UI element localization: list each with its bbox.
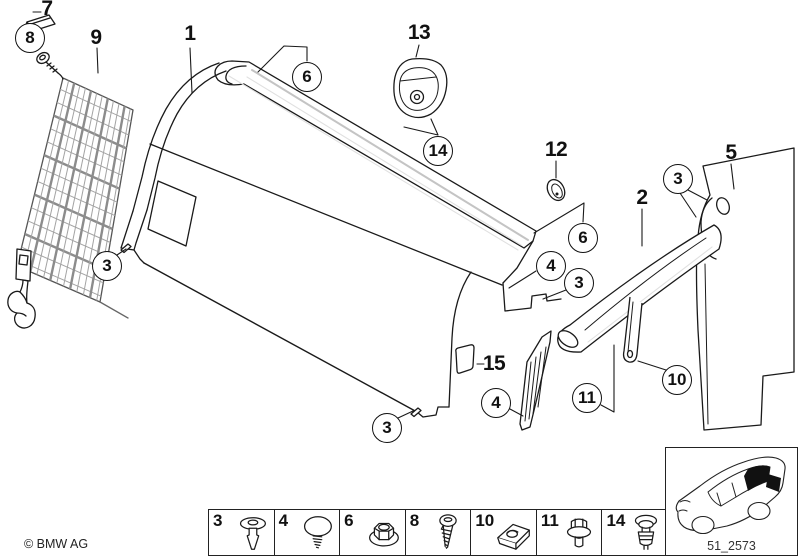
callout-4[interactable]: 4: [536, 251, 566, 281]
part-label-15[interactable]: 15: [482, 352, 506, 375]
car-location-thumbnail: 51_2573: [665, 447, 798, 556]
expansion-rivet-icon: [634, 514, 658, 550]
legend-number: 4: [278, 511, 289, 530]
screw-icon: [439, 513, 458, 549]
part-label-13[interactable]: 13: [407, 21, 431, 44]
part-screw-8: [36, 51, 64, 80]
part-bracket-13: [393, 57, 448, 119]
legend-item-6[interactable]: 6: [339, 510, 405, 555]
car-icon: [675, 456, 786, 535]
legend-item-4[interactable]: 4: [273, 510, 340, 555]
legend-number: 8: [409, 511, 420, 530]
dome-clip-icon: [304, 515, 333, 548]
part-mounting-rail: [519, 224, 722, 431]
drawing-code: 51_2573: [707, 539, 756, 553]
hex-bolt-icon: [567, 518, 592, 547]
callout-3[interactable]: 3: [372, 413, 402, 443]
callout-4[interactable]: 4: [481, 388, 511, 418]
legend-item-10[interactable]: 10: [470, 510, 536, 555]
legend-number: 10: [475, 511, 495, 530]
copyright-note: © BMW AG: [24, 537, 89, 551]
legend-item-3[interactable]: 3: [209, 510, 274, 555]
callout-10[interactable]: 10: [662, 365, 692, 395]
part-label-9[interactable]: 9: [90, 26, 102, 49]
legend-number: 3: [213, 511, 223, 530]
legend-number: 6: [344, 511, 354, 530]
callout-3[interactable]: 3: [663, 164, 693, 194]
callout-8[interactable]: 8: [15, 23, 45, 53]
flange-nut-icon: [368, 522, 399, 547]
callout-3[interactable]: 3: [92, 251, 122, 281]
callout-6[interactable]: 6: [292, 62, 322, 92]
clip-rivet-icon: [239, 516, 266, 550]
part-label-2[interactable]: 2: [636, 186, 648, 209]
part-side-trim-panel: [695, 147, 795, 431]
part-label-12[interactable]: 12: [544, 138, 568, 161]
legend-number: 11: [540, 511, 559, 530]
legend-item-11[interactable]: 11: [535, 510, 602, 555]
callout-3[interactable]: 3: [564, 268, 594, 298]
part-label-5[interactable]: 5: [725, 141, 737, 164]
callout-14[interactable]: 14: [423, 136, 453, 166]
part-cover-15: [455, 344, 475, 374]
part-label-1[interactable]: 1: [184, 22, 196, 45]
part-trunk-trim-panel: [120, 60, 562, 418]
callout-6[interactable]: 6: [568, 223, 598, 253]
legend-number: 14: [606, 511, 626, 530]
part-label-7[interactable]: 7: [41, 0, 53, 20]
part-net-strap-hook: [7, 248, 36, 329]
speed-nut-icon: [497, 523, 530, 550]
callout-11[interactable]: 11: [572, 383, 602, 413]
part-cargo-net: [16, 77, 134, 319]
part-grommet-12: [546, 178, 566, 202]
leader-lines: [32, 11, 735, 419]
fastener-legend: 3 4 6 8: [208, 509, 668, 556]
legend-item-8[interactable]: 8: [404, 510, 471, 555]
legend-item-14[interactable]: 14: [601, 510, 667, 555]
